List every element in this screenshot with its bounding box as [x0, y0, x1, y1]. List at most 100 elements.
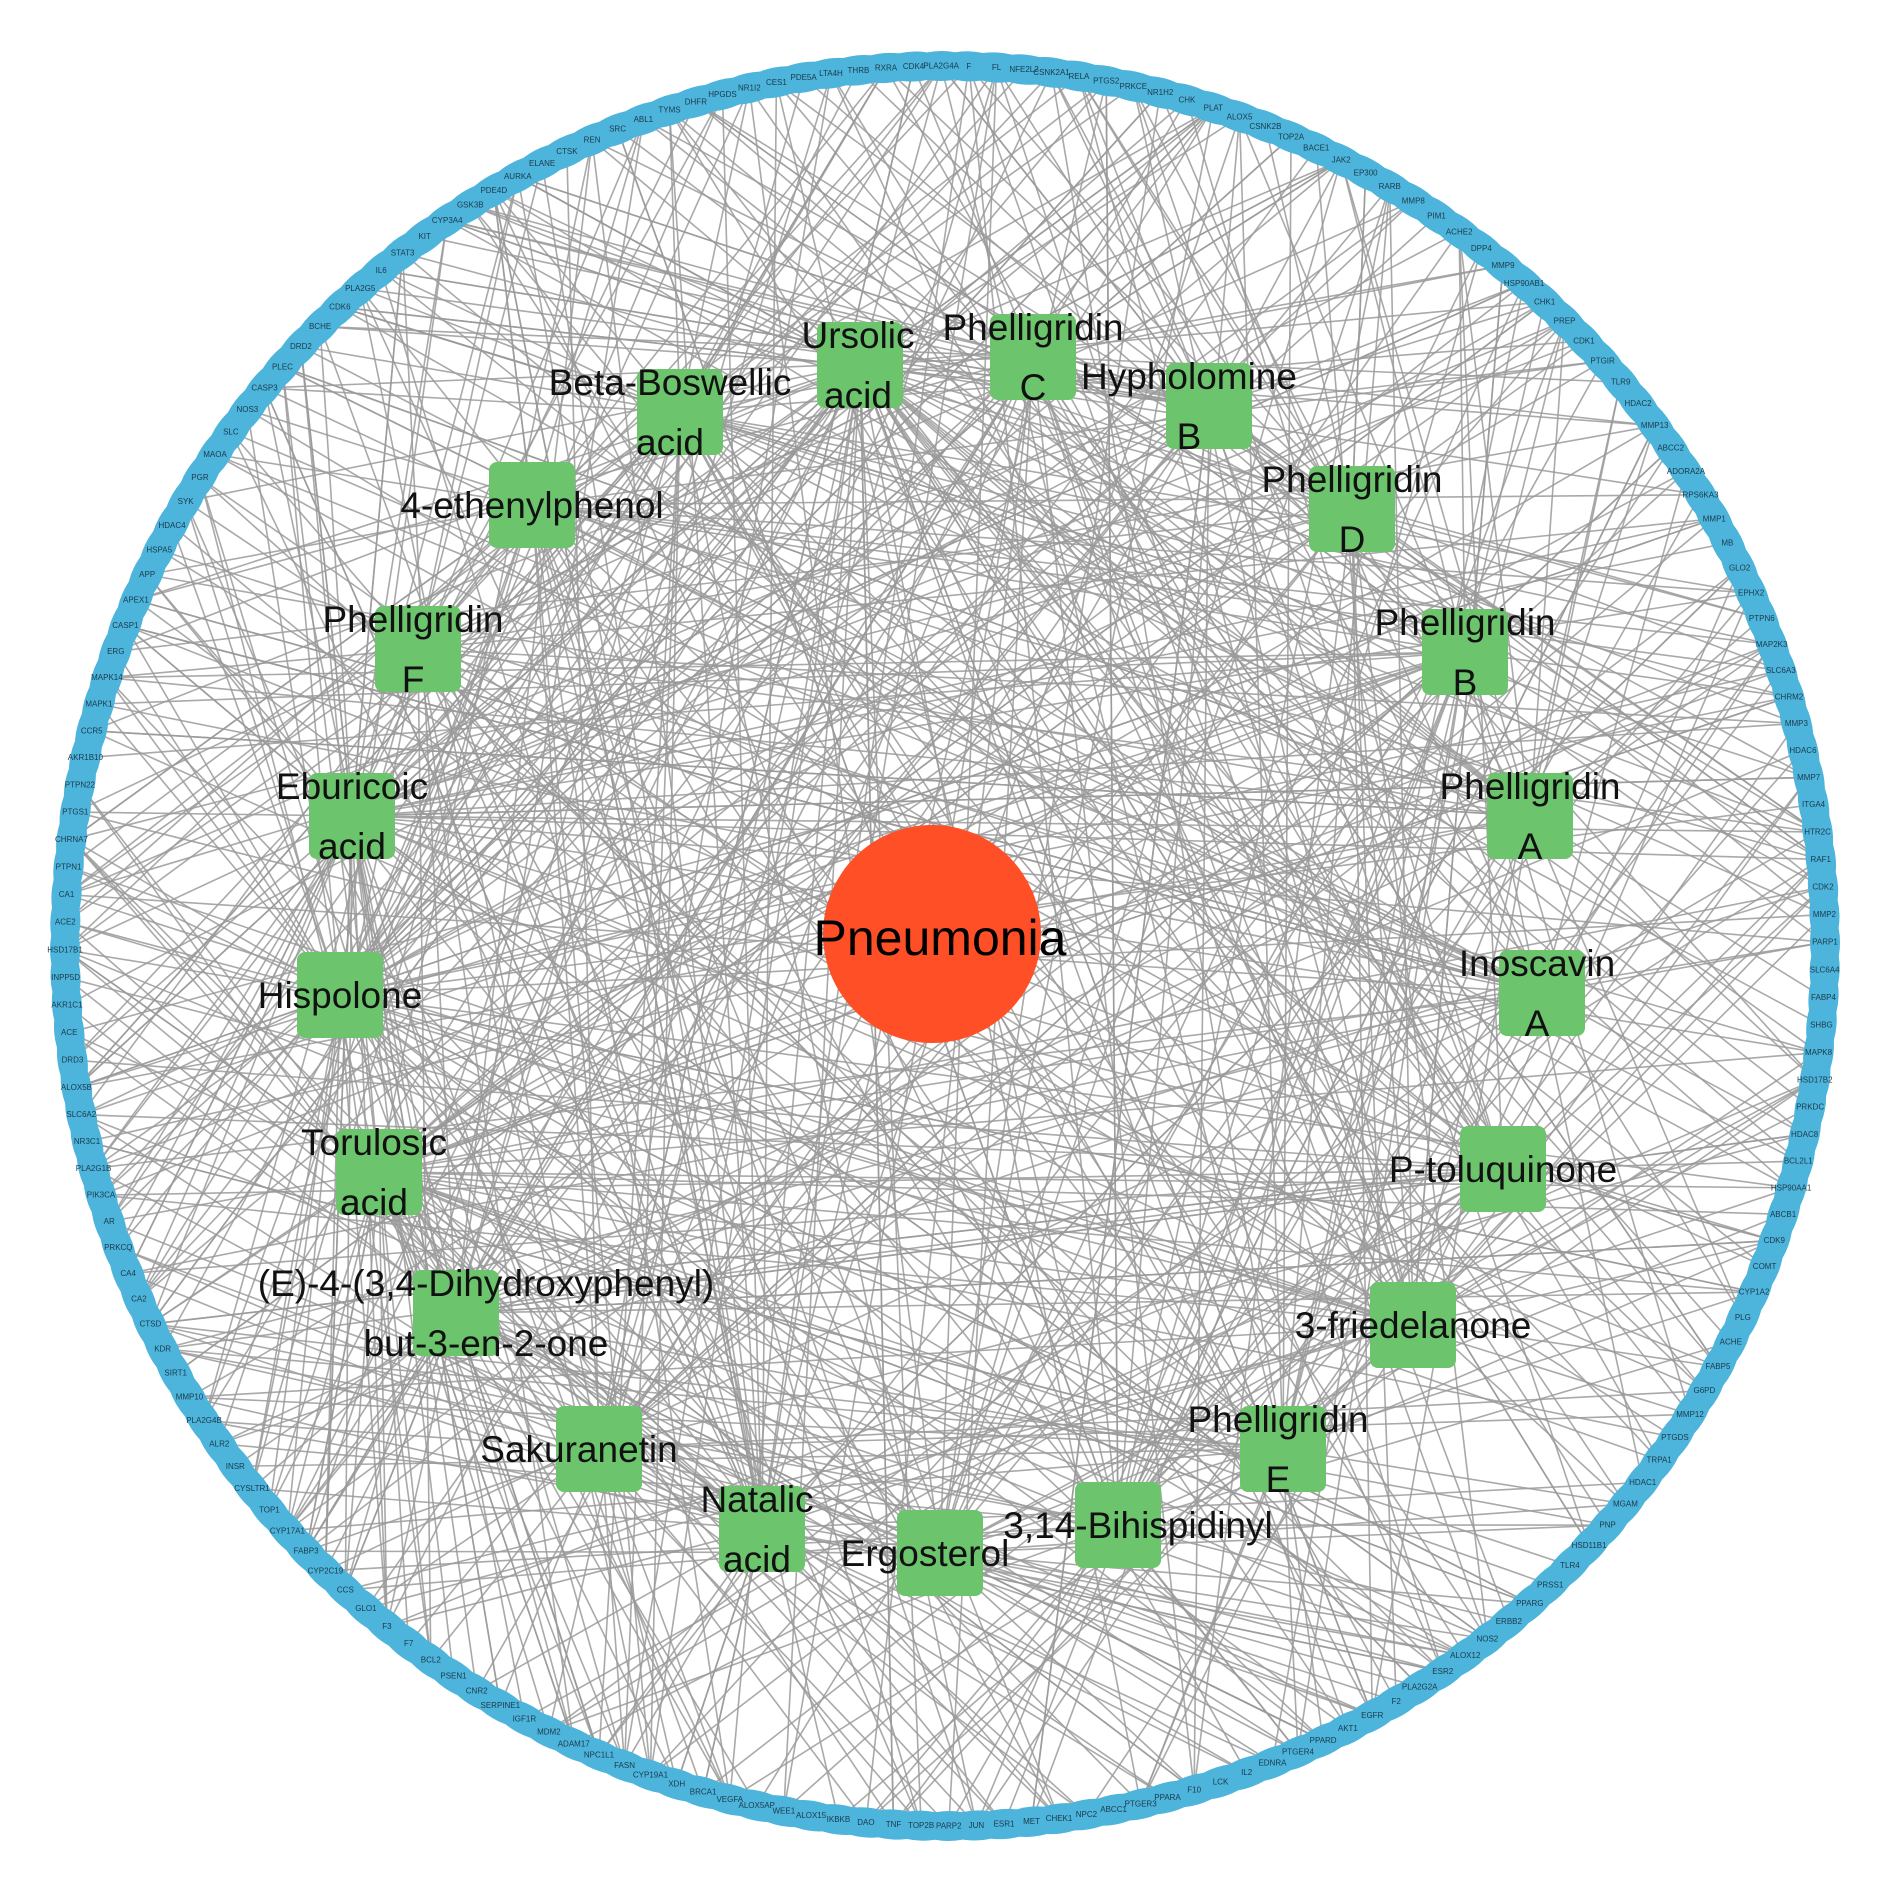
compound-node[interactable] [375, 606, 461, 692]
edge [138, 356, 1034, 1300]
edge [64, 815, 353, 951]
edge [1117, 494, 1702, 1526]
edge [1340, 160, 1466, 653]
compound-node[interactable] [556, 1406, 642, 1492]
compound-label: Natalic [700, 1479, 813, 1520]
edge [803, 76, 1466, 653]
compound-node[interactable] [1166, 363, 1252, 449]
edge [1502, 1168, 1775, 1242]
target-label: XDH [668, 1780, 685, 1789]
edge [531, 504, 1060, 1819]
edge [380, 269, 681, 413]
edge [378, 200, 1414, 1173]
edge [1458, 231, 1504, 1170]
edge [184, 500, 600, 1450]
edge [339, 306, 1466, 653]
edge [679, 411, 1790, 698]
edge [171, 524, 1284, 1450]
edge [1282, 186, 1391, 1450]
compound-node[interactable] [1499, 950, 1585, 1036]
compound-node[interactable] [637, 369, 723, 455]
edge [1351, 508, 1398, 1702]
target-label: PLG [1735, 1313, 1751, 1322]
target-label: CHK1 [1534, 297, 1556, 306]
compound-node[interactable] [1240, 1406, 1326, 1492]
compound-label: Eburicoic [276, 766, 428, 807]
compound-label: (E)-4-(3,4-Dihydroxyphenyl) [258, 1263, 714, 1304]
compound-label: Phelligridin [1440, 766, 1621, 807]
target-label: ERG [107, 647, 124, 656]
compound-node[interactable] [897, 1510, 983, 1596]
compound-node[interactable] [413, 1270, 499, 1356]
disease-node[interactable]: Pneumonia [814, 825, 1067, 1043]
target-label: JAK2 [1332, 156, 1352, 165]
target-label: PRKCQ [104, 1243, 132, 1252]
edge [189, 651, 1466, 1398]
compound-node[interactable] [817, 322, 903, 408]
edge [264, 387, 1543, 994]
edge [939, 283, 1525, 1554]
compound-node[interactable] [309, 773, 395, 859]
target-label: IGF1R [513, 1714, 537, 1723]
target-label: CYSLTR1 [234, 1484, 270, 1493]
compound-node[interactable] [1075, 1482, 1161, 1568]
compound-node[interactable] [1460, 1126, 1546, 1212]
target-label: CES1 [766, 78, 787, 87]
compound-node[interactable] [1487, 773, 1573, 859]
target-label: PRKCE [1119, 82, 1147, 91]
edge [455, 1312, 575, 1745]
edge [447, 219, 1210, 407]
edge [417, 517, 1715, 650]
target-label: CDK2 [1812, 882, 1834, 891]
compound-label: Hispolone [258, 975, 423, 1016]
edge [378, 669, 1782, 1173]
edge [598, 1448, 731, 1800]
edge [339, 200, 1414, 996]
target-label: NFE2L2 [1009, 65, 1039, 74]
edge [339, 517, 1715, 996]
edge [541, 163, 763, 1530]
edge [995, 67, 1210, 407]
edge [378, 301, 1546, 1173]
target-label: NR1I2 [738, 84, 761, 93]
edge [378, 1171, 1676, 1439]
edge [1502, 592, 1752, 1170]
target-label: PNP [1599, 1521, 1615, 1530]
edge [351, 252, 404, 817]
disease-circle [823, 825, 1041, 1043]
compound-node[interactable] [489, 462, 575, 548]
edge [339, 696, 1790, 996]
target-label: HSPA5 [146, 545, 172, 554]
edge [748, 87, 941, 1554]
edge [125, 624, 1543, 994]
target-label: PTPN6 [1749, 614, 1775, 623]
edge [623, 364, 861, 1766]
compound-node[interactable] [1309, 466, 1395, 552]
compound-node[interactable] [1370, 1282, 1456, 1368]
edge [1529, 815, 1744, 1318]
target-label: CASP1 [112, 621, 139, 630]
target-node[interactable] [879, 50, 948, 82]
edge [455, 1312, 1248, 1774]
compound-node[interactable] [297, 952, 383, 1038]
edge [455, 1312, 1466, 1657]
compound-node[interactable] [336, 1129, 422, 1215]
edge [162, 1168, 1504, 1350]
target-label: APEX1 [123, 595, 149, 604]
compound-node[interactable] [1422, 609, 1508, 695]
edge [939, 92, 1161, 1554]
compound-node[interactable] [990, 314, 1076, 400]
edge [162, 1348, 600, 1450]
edge [968, 66, 1119, 1526]
edge [71, 838, 341, 996]
compound-node[interactable] [719, 1486, 805, 1572]
edge [339, 67, 998, 996]
edge [1117, 1341, 1732, 1526]
edge [75, 811, 1504, 1170]
edge [830, 73, 1414, 1326]
edge [339, 994, 1691, 1416]
target-label: NR3C1 [74, 1137, 101, 1146]
compound-label: Phelligridin [943, 307, 1124, 348]
